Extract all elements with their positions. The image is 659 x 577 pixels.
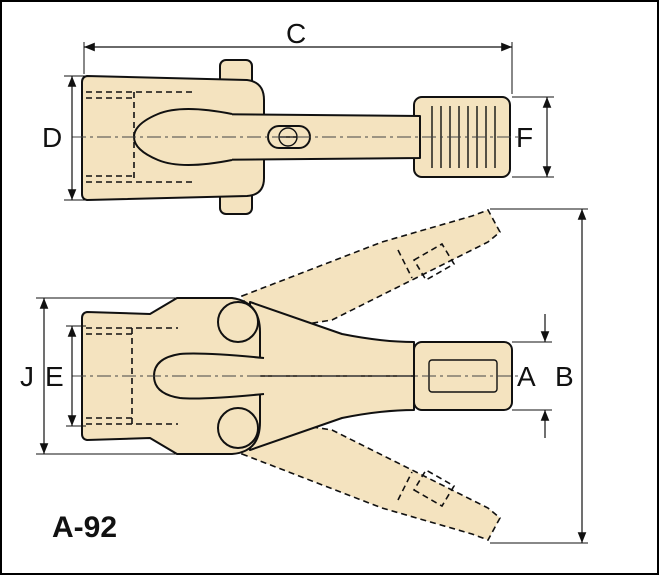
- ghost-lever-lower: [240, 417, 502, 541]
- dimension-b-label: B: [555, 361, 574, 392]
- side-view: J E A B: [20, 208, 588, 544]
- pivot-pin-upper: [217, 301, 259, 343]
- top-hidden-lines: [86, 91, 192, 183]
- side-hidden-lines: [86, 327, 178, 425]
- dimension-e-label: E: [45, 361, 64, 392]
- top-view: C D F: [42, 18, 554, 215]
- model-label: A-92: [52, 511, 117, 544]
- ghost-lower-slot: [397, 468, 456, 508]
- dimension-c-label: C: [286, 18, 306, 49]
- ghost-upper-slot: [397, 242, 456, 282]
- ghost-lever-upper: [240, 209, 502, 333]
- dimension-a-label: A: [517, 361, 536, 392]
- dimension-j-label: J: [20, 361, 34, 392]
- dimension-d-label: D: [42, 122, 62, 153]
- pivot-pin-lower: [217, 407, 259, 449]
- dimension-f-label: F: [516, 122, 533, 153]
